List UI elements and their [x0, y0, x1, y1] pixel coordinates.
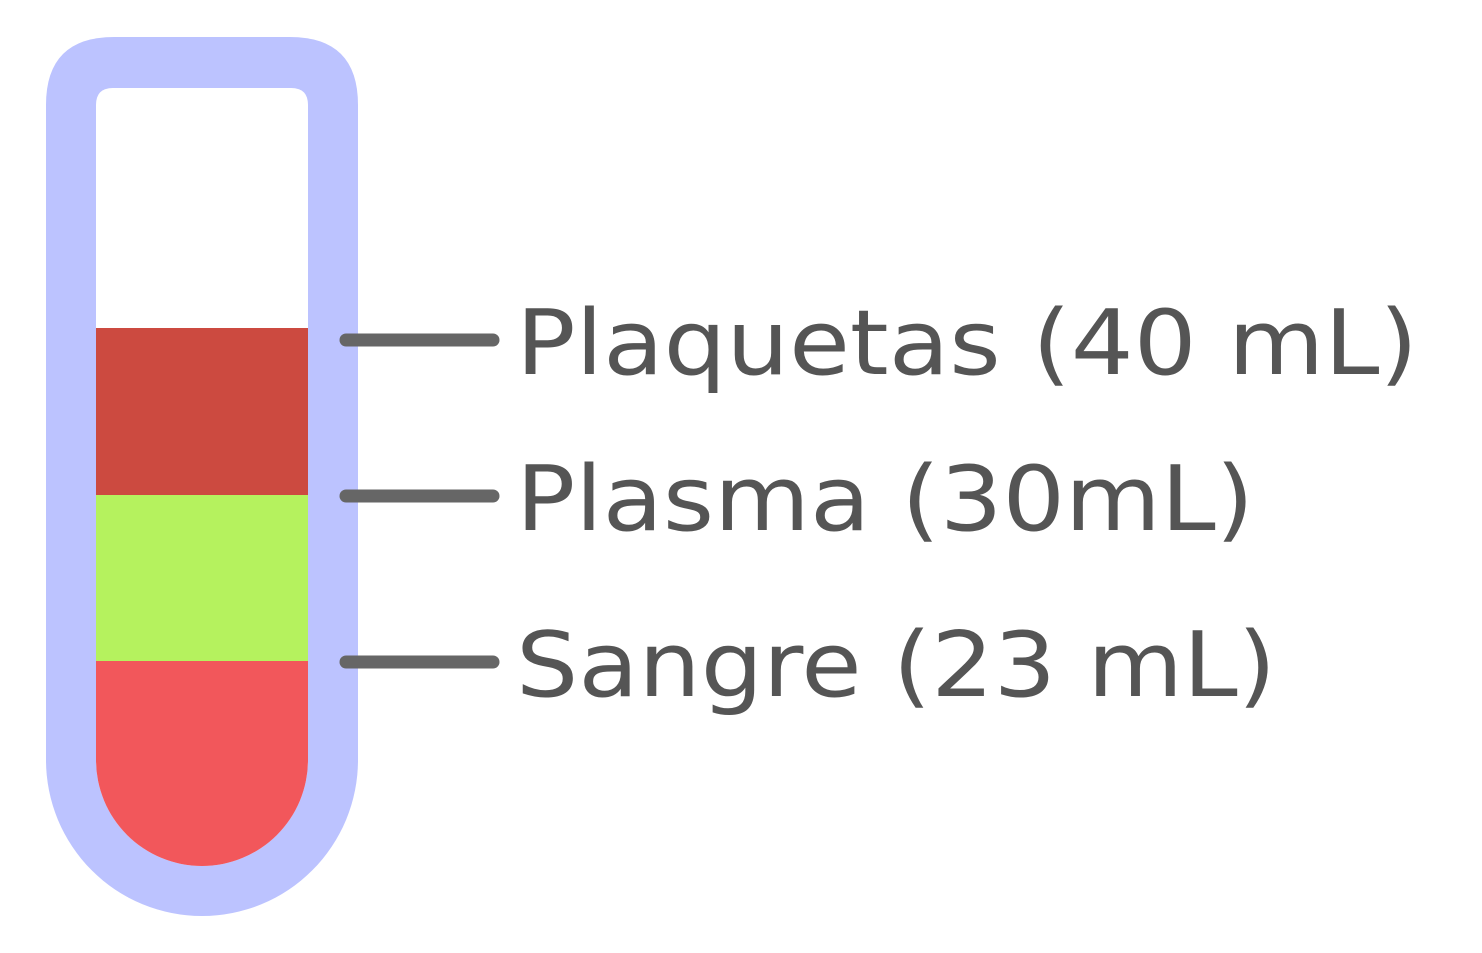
- layer-label-plaquetas: Plaquetas (40 mL): [516, 291, 1418, 396]
- layer-label-sangre: Sangre (23 mL): [516, 613, 1276, 718]
- layer-label-plasma: Plasma (30mL): [516, 447, 1254, 552]
- layer-band-sangre: [96, 661, 308, 866]
- layer-band-plaquetas: [96, 328, 308, 496]
- layer-band-plasma: [96, 495, 308, 662]
